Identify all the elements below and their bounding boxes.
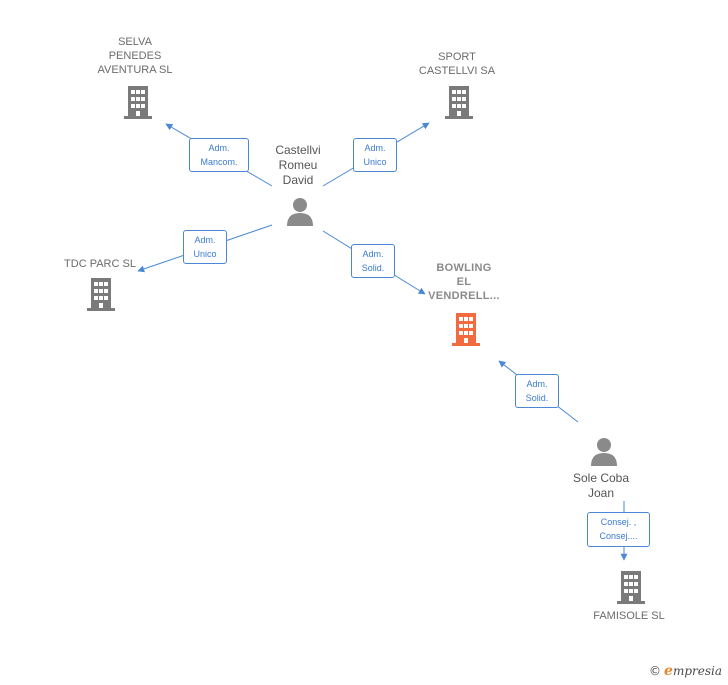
building-icon[interactable] (443, 84, 475, 120)
brand-name: mpresia (672, 664, 722, 678)
relation-badge-tdc[interactable]: Adm. Unico (183, 230, 227, 264)
building-icon[interactable] (85, 276, 117, 312)
company-label-famisole[interactable]: FAMISOLE SL (593, 610, 665, 622)
building-icon-focus[interactable] (450, 311, 482, 347)
company-label-sport[interactable]: SPORT CASTELLVI SA (418, 51, 496, 77)
person-icon[interactable] (589, 436, 619, 466)
brand-watermark: ©empresia (649, 663, 722, 679)
relation-badge-selva[interactable]: Adm. Mancom. (189, 138, 249, 172)
relation-badge-famisole[interactable]: Consej. , Consej.... (587, 512, 650, 547)
relation-badge-bowling-castellvi[interactable]: Adm. Solid. (351, 244, 395, 278)
company-label-selva[interactable]: SELVA PENEDES AVENTURA SL (97, 36, 173, 76)
company-label-bowling[interactable]: BOWLING EL VENDRELL... (428, 262, 500, 302)
relation-badge-sport[interactable]: Adm. Unico (353, 138, 397, 172)
relation-badge-bowling-sole[interactable]: Adm. Solid. (515, 374, 559, 408)
building-icon[interactable] (615, 569, 647, 605)
person-icon[interactable] (285, 196, 315, 226)
building-icon[interactable] (122, 84, 154, 120)
person-label-castellvi[interactable]: Castellvi Romeu David (275, 143, 321, 187)
brand-initial: e (664, 663, 673, 679)
person-label-sole[interactable]: Sole Coba Joan (572, 471, 630, 500)
company-label-tdc[interactable]: TDC PARC SL (64, 258, 136, 270)
copyright-symbol: © (649, 664, 662, 678)
